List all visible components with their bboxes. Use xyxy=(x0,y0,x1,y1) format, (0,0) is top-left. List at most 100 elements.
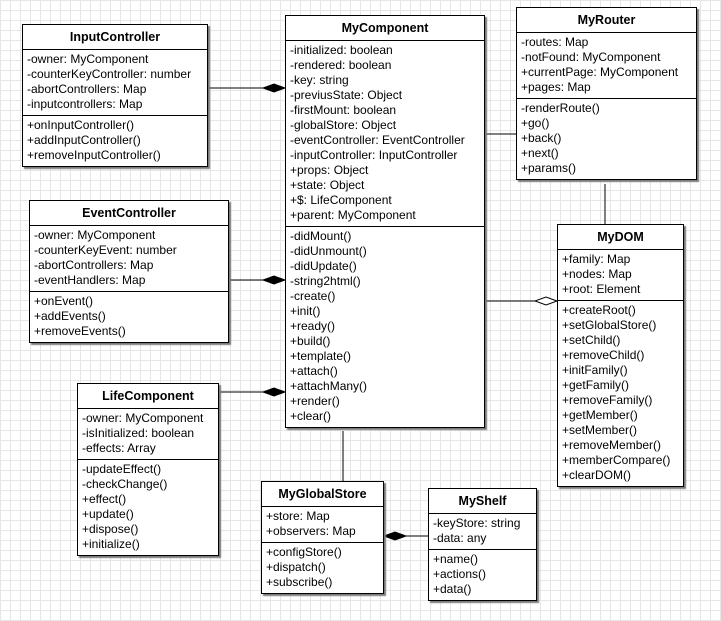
attribute: -key: string xyxy=(290,73,349,87)
attribute: -owner: MyComponent xyxy=(27,52,149,66)
attribute: -owner: MyComponent xyxy=(82,411,204,425)
method: -create() xyxy=(290,289,336,303)
methods: +name() +actions() +data() xyxy=(429,549,536,600)
method: +ready() xyxy=(290,319,336,333)
method: +removeEvents() xyxy=(34,324,126,338)
method: -didMount() xyxy=(290,229,352,243)
attribute: -initialized: boolean xyxy=(290,43,393,57)
attribute: +currentPage: MyComponent xyxy=(521,65,679,79)
attribute: -inputController: InputController xyxy=(290,148,458,162)
method: -checkChange() xyxy=(82,477,168,491)
method: +dispose() xyxy=(82,522,139,536)
class-name: LifeComponent xyxy=(78,384,218,409)
attributes: +family: Map +nodes: Map +root: Element xyxy=(558,250,683,300)
method: +removeMember() xyxy=(562,438,662,452)
attribute: -keyStore: string xyxy=(433,516,521,530)
method: +update() xyxy=(82,507,134,521)
attribute: -abortControllers: Map xyxy=(34,258,154,272)
method: +attachMany() xyxy=(290,379,368,393)
attributes: -owner: MyComponent -counterKeyEvent: nu… xyxy=(30,226,228,291)
class-mycomponent[interactable]: MyComponent -initialized: boolean -rende… xyxy=(285,15,485,428)
method: +clearDOM() xyxy=(562,468,632,482)
class-inputcontroller[interactable]: InputController -owner: MyComponent -cou… xyxy=(22,24,208,167)
method: +removeInputController() xyxy=(27,148,161,162)
method: -string2html() xyxy=(290,274,361,288)
class-myrouter[interactable]: MyRouter -routes: Map -notFound: MyCompo… xyxy=(516,7,697,180)
methods: -updateEffect() -checkChange() +effect()… xyxy=(78,459,218,555)
attributes: -initialized: boolean -rendered: boolean… xyxy=(286,41,484,226)
attribute: +observers: Map xyxy=(266,524,356,538)
method: +actions() xyxy=(433,567,487,581)
composition-diamond xyxy=(261,387,287,397)
attribute: -rendered: boolean xyxy=(290,58,392,72)
class-name: MyDOM xyxy=(558,225,683,250)
methods: +createRoot() +setGlobalStore() +setChil… xyxy=(558,300,683,486)
class-name: EventController xyxy=(30,201,228,226)
attribute: -eventController: EventController xyxy=(290,133,465,147)
method: +init() xyxy=(290,304,321,318)
method: +addEvents() xyxy=(34,309,106,323)
method: +build() xyxy=(290,334,331,348)
class-name: MyRouter xyxy=(517,8,696,33)
method: -didUpdate() xyxy=(290,259,357,273)
method: +setMember() xyxy=(562,423,638,437)
method: +addInputController() xyxy=(27,133,141,147)
attribute: +pages: Map xyxy=(521,80,591,94)
attributes: -routes: Map -notFound: MyComponent +cur… xyxy=(517,33,696,98)
method: +createRoot() xyxy=(562,303,636,317)
class-lifecomponent[interactable]: LifeComponent -owner: MyComponent -isIni… xyxy=(77,383,219,556)
attribute: -owner: MyComponent xyxy=(34,228,156,242)
attribute: -effects: Array xyxy=(82,441,156,455)
methods: +configStore() +dispatch() +subscribe() xyxy=(262,542,383,593)
attribute: -counterKeyController: number xyxy=(27,67,192,81)
attribute: -data: any xyxy=(433,531,487,545)
attribute: +parent: MyComponent xyxy=(290,208,416,222)
method: +dispatch() xyxy=(266,560,326,574)
class-eventcontroller[interactable]: EventController -owner: MyComponent -cou… xyxy=(29,200,229,343)
class-name: MyGlobalStore xyxy=(262,482,383,507)
method: +effect() xyxy=(82,492,127,506)
attribute: +nodes: Map xyxy=(562,267,632,281)
attribute: -firstMount: boolean xyxy=(290,103,397,117)
class-name: MyComponent xyxy=(286,16,484,41)
attributes: -owner: MyComponent -isInitialized: bool… xyxy=(78,409,218,459)
method: +clear() xyxy=(290,409,332,423)
method: -renderRoute() xyxy=(521,101,600,115)
attribute: -abortControllers: Map xyxy=(27,82,147,96)
attribute: +$: LifeComponent xyxy=(290,193,392,207)
method: +go() xyxy=(521,116,550,130)
attribute: -previusState: Object xyxy=(290,88,403,102)
method: +onEvent() xyxy=(34,294,94,308)
class-myglobalstore[interactable]: MyGlobalStore +store: Map +observers: Ma… xyxy=(261,481,384,594)
method: +name() xyxy=(433,552,479,566)
class-mydom[interactable]: MyDOM +family: Map +nodes: Map +root: El… xyxy=(557,224,684,487)
attribute: -isInitialized: boolean xyxy=(82,426,195,440)
attribute: -inputcontrollers: Map xyxy=(27,97,143,111)
attribute: +store: Map xyxy=(266,509,330,523)
class-myshelf[interactable]: MyShelf -keyStore: string -data: any +na… xyxy=(428,488,537,601)
composition-diamond xyxy=(382,531,408,541)
method: +subscribe() xyxy=(266,575,333,589)
attribute: +state: Object xyxy=(290,178,365,192)
methods: +onEvent() +addEvents() +removeEvents() xyxy=(30,291,228,342)
method: -updateEffect() xyxy=(82,462,162,476)
method: +setGlobalStore() xyxy=(562,318,657,332)
attributes: -keyStore: string -data: any xyxy=(429,514,536,549)
attribute: -routes: Map xyxy=(521,35,589,49)
method: -didUnmount() xyxy=(290,244,367,258)
method: +onInputController() xyxy=(27,118,135,132)
method: +removeFamily() xyxy=(562,393,653,407)
method: +getMember() xyxy=(562,408,638,422)
methods: -didMount() -didUnmount() -didUpdate() -… xyxy=(286,226,484,427)
method: +template() xyxy=(290,349,352,363)
aggregation-diamond xyxy=(533,296,559,306)
attributes: +store: Map +observers: Map xyxy=(262,507,383,542)
method: +next() xyxy=(521,146,559,160)
attribute: -eventHandlers: Map xyxy=(34,273,146,287)
method: +back() xyxy=(521,131,562,145)
methods: -renderRoute() +go() +back() +next() +pa… xyxy=(517,98,696,179)
class-name: InputController xyxy=(23,25,207,50)
composition-diamond xyxy=(261,275,287,285)
attribute: +root: Element xyxy=(562,282,641,296)
